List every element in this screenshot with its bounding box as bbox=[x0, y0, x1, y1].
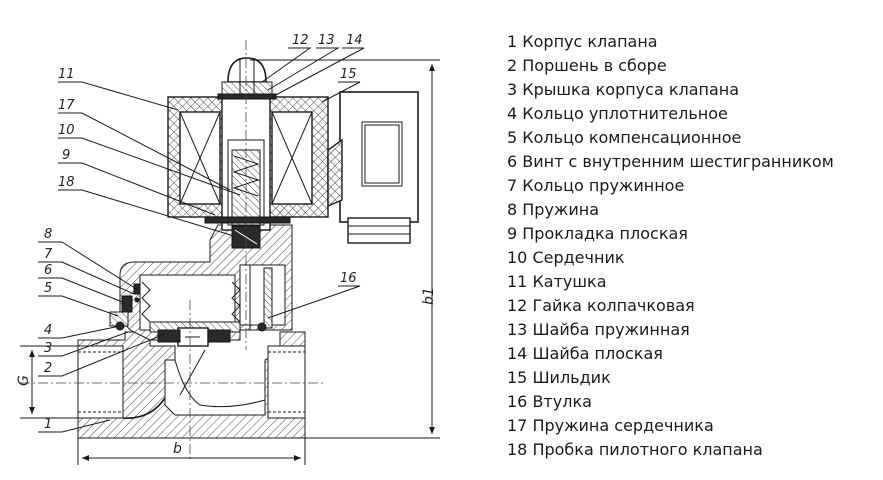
callout-8: 8 bbox=[44, 227, 52, 242]
legend-item: 12 Гайка колпачковая bbox=[507, 296, 695, 315]
legend-item: 6 Винт с внутренним шестигранником bbox=[507, 152, 834, 171]
callout-16: 16 bbox=[340, 271, 357, 286]
callout-1: 1 bbox=[44, 417, 52, 432]
callout-11: 11 bbox=[58, 67, 75, 82]
legend-item: 13 Шайба пружинная bbox=[507, 320, 690, 339]
connector bbox=[327, 91, 419, 244]
callout-6: 6 bbox=[44, 263, 52, 278]
legend-item: 14 Шайба плоская bbox=[507, 344, 663, 363]
leader-lines bbox=[38, 47, 365, 433]
centerlines bbox=[20, 40, 325, 460]
legend-item: 3 Крышка корпуса клапана bbox=[507, 80, 740, 99]
callout-18: 18 bbox=[58, 175, 75, 190]
legend-item: 10 Сердечник bbox=[507, 248, 625, 267]
piston-assembly bbox=[141, 281, 241, 347]
callout-3: 3 bbox=[44, 341, 52, 356]
valve-drawing: G b b1 11 17 10 9 18 8 7 6 5 4 3 2 1 12 … bbox=[16, 33, 440, 465]
solenoid bbox=[167, 57, 329, 249]
callout-17: 17 bbox=[58, 98, 75, 113]
dim-b: b bbox=[173, 441, 182, 457]
callout-5: 5 bbox=[44, 281, 52, 296]
legend-item: 15 Шильдик bbox=[507, 368, 611, 387]
callout-7: 7 bbox=[44, 247, 53, 262]
callout-15: 15 bbox=[340, 67, 357, 82]
legend-item: 4 Кольцо уплотнительное bbox=[507, 104, 728, 123]
parts-legend: 1 Корпус клапана 2 Поршень в сборе 3 Кры… bbox=[507, 30, 834, 462]
valve-body bbox=[77, 331, 306, 439]
legend-item: 8 Пружина bbox=[507, 200, 599, 219]
legend-item: 9 Прокладка плоская bbox=[507, 224, 688, 243]
legend-item: 1 Корпус клапана bbox=[507, 32, 658, 51]
dimension-lines bbox=[20, 59, 440, 465]
legend-item: 11 Катушка bbox=[507, 272, 607, 291]
callout-10: 10 bbox=[58, 123, 75, 138]
callout-4: 4 bbox=[44, 323, 52, 338]
dim-G: G bbox=[16, 375, 32, 386]
dim-b1: b1 bbox=[421, 287, 437, 305]
legend-item: 2 Поршень в сборе bbox=[507, 56, 667, 75]
legend-item: 18 Пробка пилотного клапана bbox=[507, 440, 763, 459]
callout-12: 12 bbox=[292, 33, 309, 48]
legend-item: 7 Кольцо пружинное bbox=[507, 176, 685, 195]
callout-2: 2 bbox=[44, 361, 52, 376]
callout-9: 9 bbox=[62, 148, 70, 163]
legend-item: 16 Втулка bbox=[507, 392, 592, 411]
legend-item: 17 Пружина сердечника bbox=[507, 416, 714, 435]
legend-item: 5 Кольцо компенсационное bbox=[507, 128, 742, 147]
callout-13: 13 bbox=[318, 33, 335, 48]
callout-14: 14 bbox=[346, 33, 363, 48]
